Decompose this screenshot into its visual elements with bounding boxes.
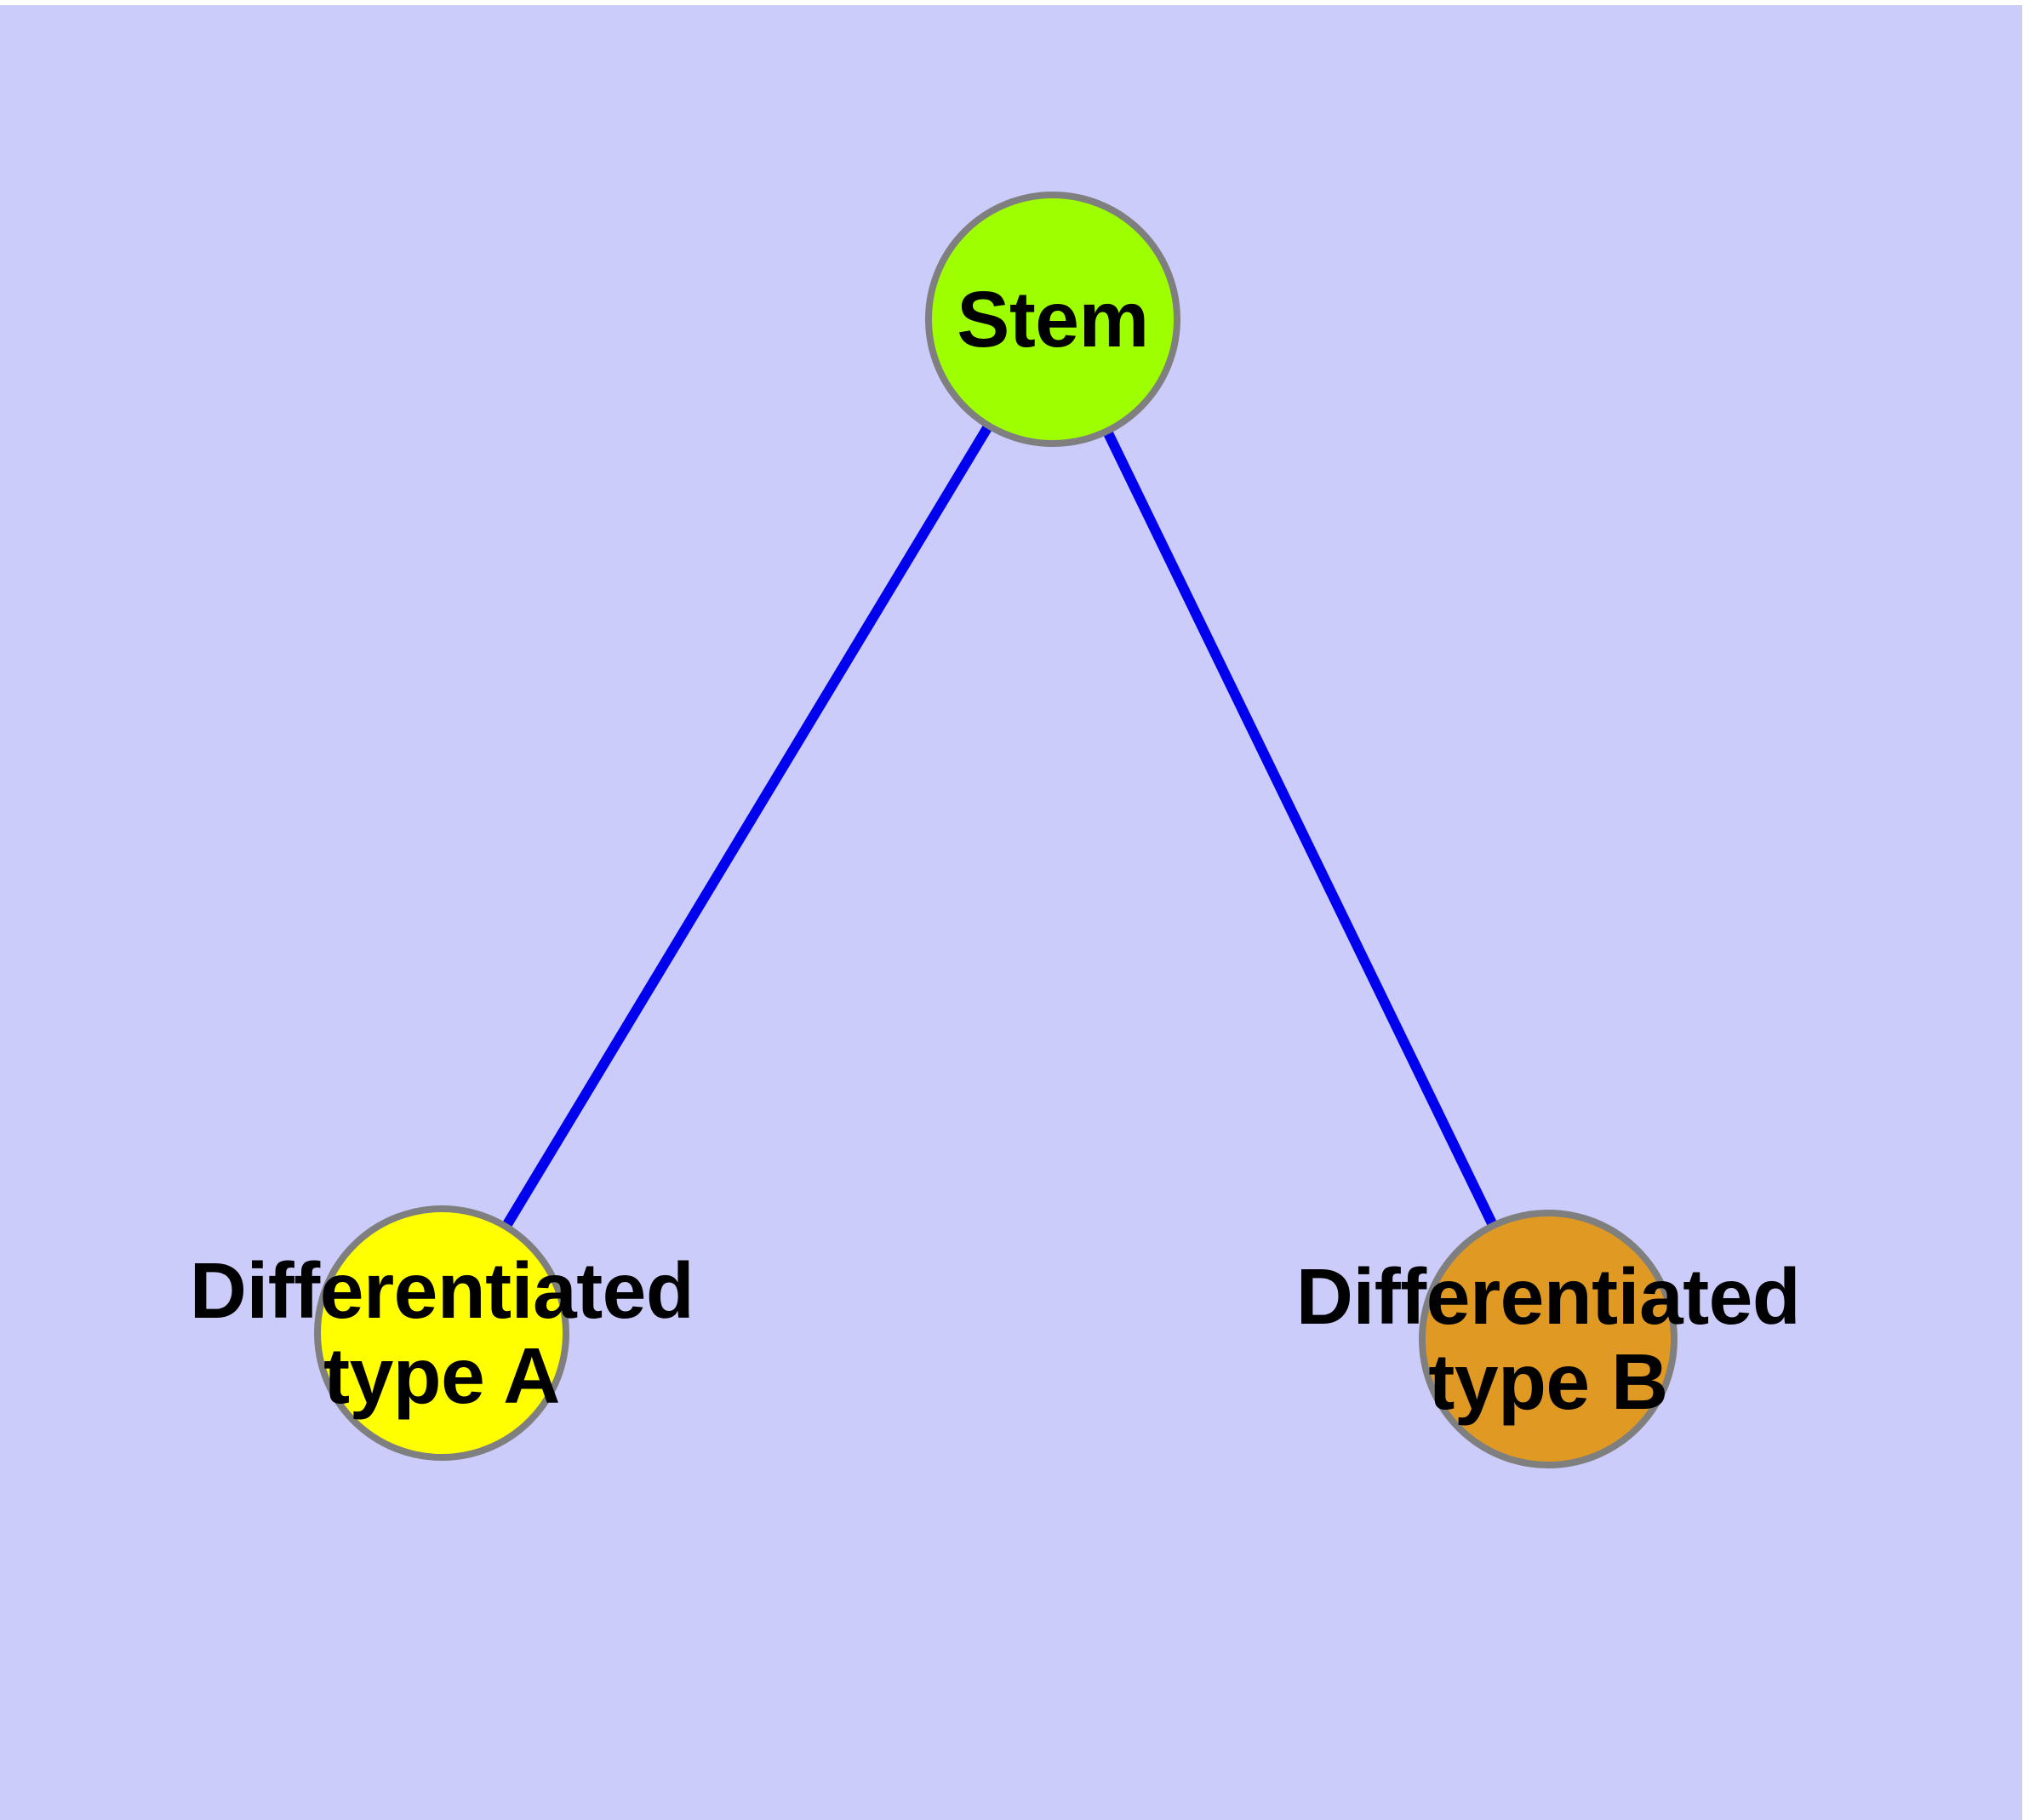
edge-layer (437, 316, 1553, 1342)
node-layer (314, 192, 1677, 1468)
graph-edge-stem-diff_b (1048, 317, 1553, 1342)
graph-node-diff_b[interactable] (1419, 1210, 1677, 1468)
graph-node-stem[interactable] (925, 192, 1180, 447)
graph-edge-stem-diff_a (437, 316, 1058, 1336)
graph-node-diff_a[interactable] (314, 1205, 569, 1461)
